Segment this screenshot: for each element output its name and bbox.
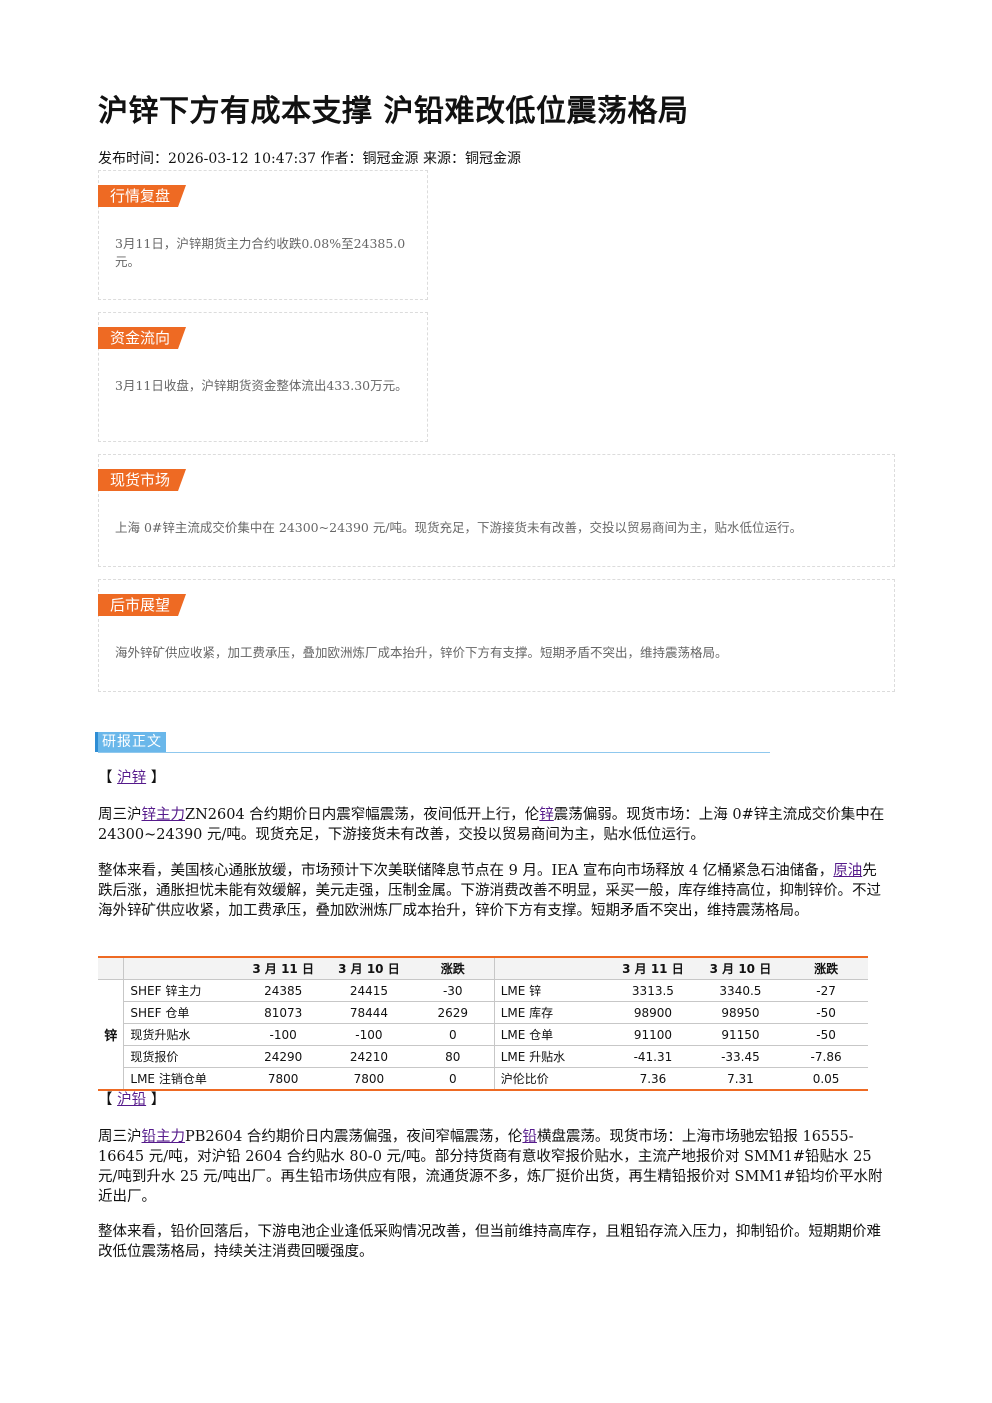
table-cell: 0 [411,1067,495,1091]
lead-paragraph-2: 整体来看，铅价回落后，下游电池企业逢低采购情况改善，但当前维持高库存，且粗铅存流… [98,1224,881,1260]
bracket-close: 】 [150,770,166,786]
link-lead[interactable]: 沪铅 [117,1092,147,1108]
table-cell: -7.86 [784,1045,868,1068]
table-cell: 91150 [696,1023,785,1046]
table-header-cell: 3 月 11 日 [609,956,697,980]
card-tag: 后市展望 [98,594,186,616]
table-cell: 7.36 [609,1067,697,1091]
table-cell: SHEF 锌主力 [123,979,241,1002]
table-cell: 2629 [411,1001,495,1024]
link-lead-main[interactable]: 铅主力 [141,1129,186,1145]
table-header-cell: 涨跌 [784,956,868,980]
card-fund-flow: 资金流向 3月11日收盘，沪锌期货资金整体流出433.30万元。 [98,312,428,442]
table-header-cell: 涨跌 [411,956,495,980]
table-cell: 24415 [326,979,412,1002]
bracket-open: 【 [98,770,113,786]
card-text: 上海 0#锌主流成交价集中在 24300~24390 元/吨。现货充足，下游接货… [115,520,803,535]
table-cell: 沪伦比价 [493,1067,610,1091]
table-header-cell [123,956,241,980]
text: ZN2604 合约期价日内震窄幅震荡，夜间低开上行，伦 [185,807,540,823]
table-cell: -41.31 [609,1045,697,1068]
card-tag: 资金流向 [98,327,186,349]
table-cell: 98900 [609,1001,697,1024]
link-zinc[interactable]: 沪锌 [117,770,147,786]
table-cell: -50 [784,1001,868,1024]
zinc-data-table: 3 月 11 日 3 月 10 日 涨跌 3 月 11 日 3 月 10 日 涨… [98,956,868,1091]
link-crude-oil[interactable]: 原油 [833,863,863,879]
table-header-cell: 3 月 10 日 [696,956,785,980]
table-cell: LME 仓单 [493,1023,610,1046]
table-header-cell [493,956,610,980]
text: 周三沪 [98,1129,142,1145]
table-row: 锌 SHEF 锌主力 24385 24415 -30 LME 锌 3313.5 … [98,979,868,1091]
card-outlook: 后市展望 海外锌矿供应收紧，加工费承压，叠加欧洲炼厂成本抬升，锌价下方有支撑。短… [98,579,895,692]
section-header: 研报正文 [95,732,770,753]
card-market-review: 行情复盘 3月11日，沪锌期货主力合约收跌0.08%至24385.0元。 [98,170,428,300]
lead-paragraph-1: 周三沪铅主力PB2604 合约期价日内震荡偏强，夜间窄幅震荡，伦铅横盘震荡。现货… [98,1127,890,1207]
table-header-cell: 3 月 11 日 [240,956,327,980]
table-cell: LME 注销仓单 [123,1067,241,1091]
text: 震荡偏弱。现货市场：上海 0#锌主流成交价集中在 24300~24390 元/吨… [98,807,885,843]
link-lme-lead[interactable]: 铅 [522,1129,537,1145]
card-text: 3月11日收盘，沪锌期货资金整体流出433.30万元。 [115,378,408,393]
table-cell: 78444 [326,1001,412,1024]
bracket-close: 】 [150,1092,166,1108]
lead-heading: 【 沪铅 】 [98,1090,890,1110]
table-cell: -27 [784,979,868,1002]
table-cell: 现货升贴水 [123,1023,241,1046]
table-cell: 80 [411,1045,495,1068]
link-lme-zinc[interactable]: 锌 [539,807,554,823]
table-cell: -100 [326,1023,412,1046]
table-cell: 0.05 [784,1067,868,1091]
table-cell: -50 [784,1023,868,1046]
table-row: 现货报价 24290 24210 80 LME 升贴水 -41.31 -33.4… [98,1045,868,1068]
text: PB2604 合约期价日内震荡偏强，夜间窄幅震荡，伦 [185,1129,523,1145]
table-header-cell [98,956,125,980]
table-cell: LME 升贴水 [493,1045,610,1068]
zinc-paragraph-1: 周三沪锌主力ZN2604 合约期价日内震窄幅震荡，夜间低开上行，伦锌震荡偏弱。现… [98,805,890,845]
table-row: 现货升贴水 -100 -100 0 LME 仓单 91100 91150 -50 [98,1023,868,1046]
page-title: 沪锌下方有成本支撑 沪铅难改低位震荡格局 [98,94,689,129]
table-cell: 98950 [696,1001,785,1024]
table-cell: -30 [411,979,495,1002]
table-cell: SHEF 仓单 [123,1001,241,1024]
table-header-row: 3 月 11 日 3 月 10 日 涨跌 3 月 11 日 3 月 10 日 涨… [98,956,868,980]
table-cell: 24385 [240,979,327,1002]
table-cell: 3313.5 [609,979,697,1002]
table-group-label: 锌 [98,979,125,1091]
table-cell: 24290 [240,1045,327,1068]
article-meta: 发布时间：2026-03-12 10:47:37 作者：铜冠金源 来源：铜冠金源 [98,151,521,167]
link-zinc-main[interactable]: 锌主力 [141,807,186,823]
table-cell: 91100 [609,1023,697,1046]
zinc-paragraph-2: 整体来看，美国核心通胀放缓，市场预计下次美联储降息节点在 9 月。IEA 宣布向… [98,861,890,921]
card-spot-market: 现货市场 上海 0#锌主流成交价集中在 24300~24390 元/吨。现货充足… [98,454,895,567]
card-tag: 现货市场 [98,469,186,491]
table-cell: LME 锌 [493,979,610,1002]
table-row: SHEF 仓单 81073 78444 2629 LME 库存 98900 98… [98,1001,868,1024]
table-cell: 3340.5 [696,979,785,1002]
table-cell: 81073 [240,1001,327,1024]
table-cell: 0 [411,1023,495,1046]
text: 横盘震荡。现货市场：上海市场驰宏铅报 16555-16645 元/吨，对沪铅 2… [98,1129,883,1205]
table-cell: -33.45 [696,1045,785,1068]
text: 先跌后涨，通胀担忧未能有效缓解，美元走强，压制金属。下游消费改善不明显，采买一般… [98,863,881,919]
table-row: LME 注销仓单 7800 7800 0 沪伦比价 7.36 7.31 0.05 [98,1067,868,1091]
text: 周三沪 [98,807,142,823]
table-cell: LME 库存 [493,1001,610,1024]
table-cell: 24210 [326,1045,412,1068]
text: 整体来看，美国核心通胀放缓，市场预计下次美联储降息节点在 9 月。IEA 宣布向… [98,863,834,879]
table-cell: 现货报价 [123,1045,241,1068]
table-header-cell: 3 月 10 日 [326,956,412,980]
table-cell: 7800 [326,1067,412,1091]
table-cell: 7.31 [696,1067,785,1091]
card-tag: 行情复盘 [98,185,186,207]
card-text: 海外锌矿供应收紧，加工费承压，叠加欧洲炼厂成本抬升，锌价下方有支撑。短期矛盾不突… [115,645,728,660]
table-cell: -100 [240,1023,327,1046]
zinc-heading: 【 沪锌 】 [98,768,890,788]
table-cell: 7800 [240,1067,327,1091]
section-label: 研报正文 [95,732,166,752]
card-text: 3月11日，沪锌期货主力合约收跌0.08%至24385.0元。 [115,236,406,269]
bracket-open: 【 [98,1092,113,1108]
